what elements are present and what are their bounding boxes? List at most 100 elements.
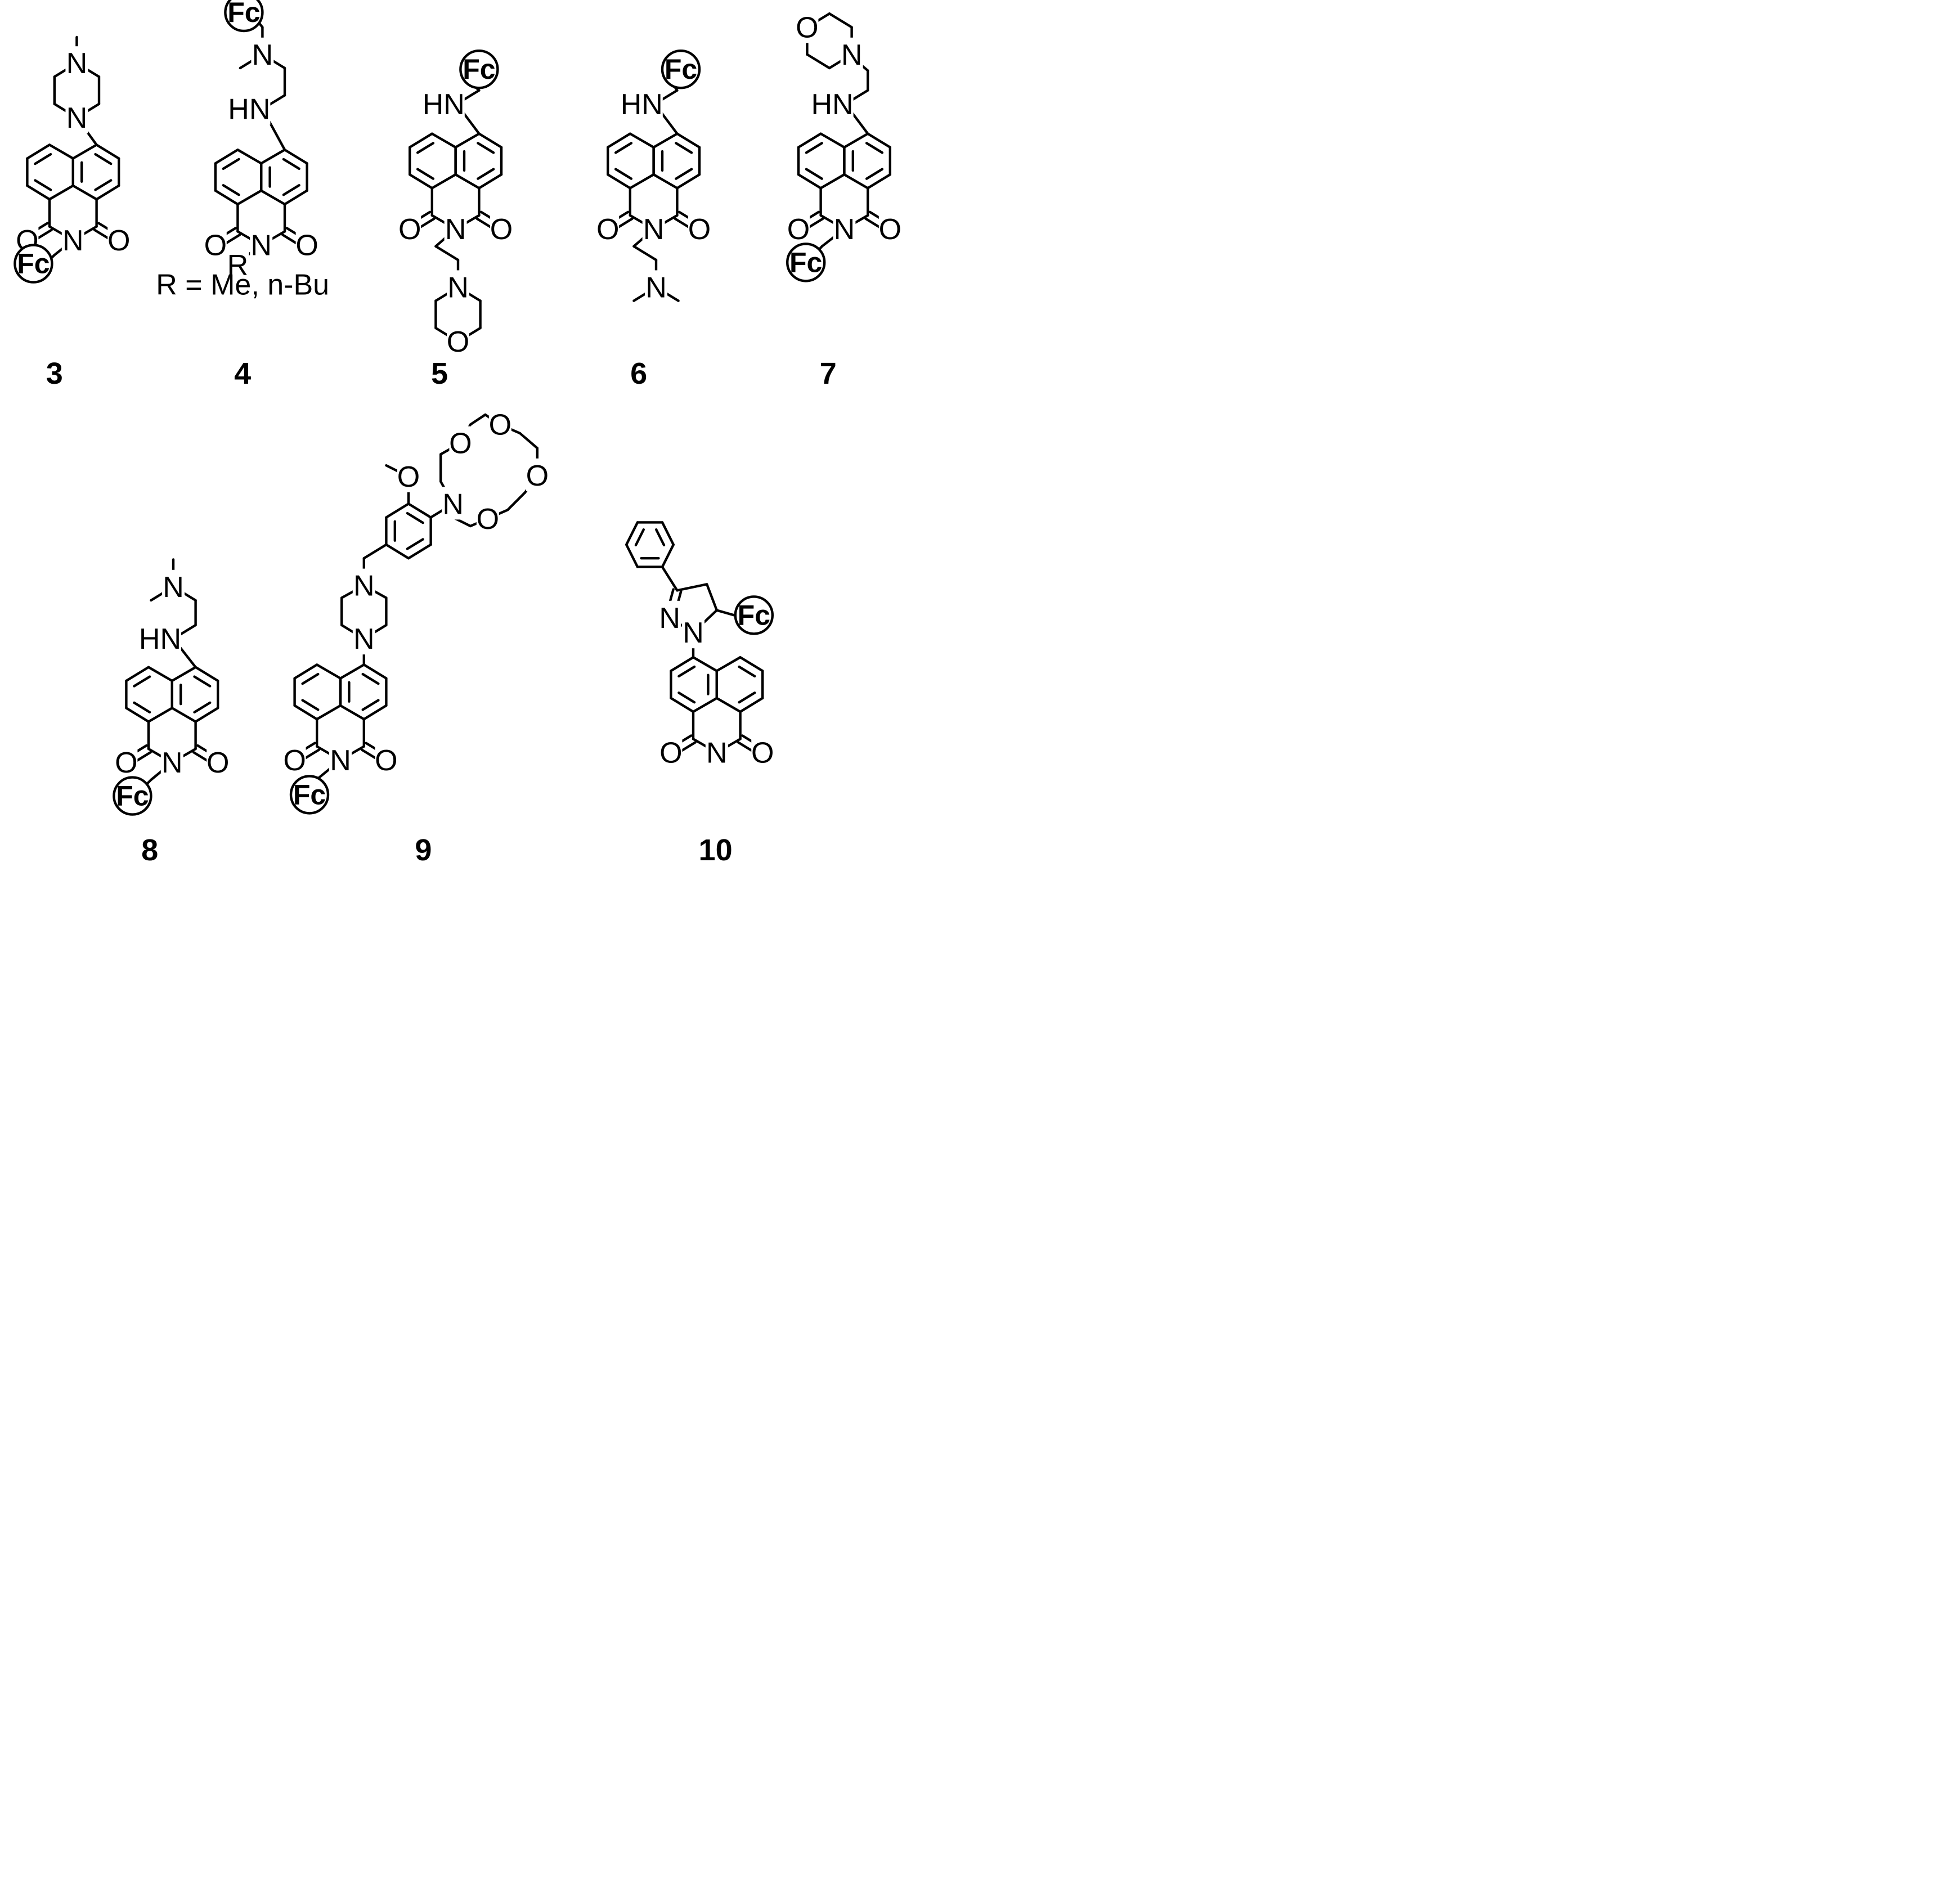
naphthalene-ring-bond xyxy=(170,666,197,682)
aromatic-inner-bond xyxy=(133,701,151,714)
ferrocenyl-label: Fc xyxy=(293,779,326,810)
phenyl-ring-bond xyxy=(625,521,639,546)
c3-piperazine-n-bottom: N xyxy=(65,101,88,134)
naphthalene-ring-bond xyxy=(125,707,150,723)
c6-label: 6 xyxy=(630,357,647,390)
naphthalene-ring-bond xyxy=(147,666,173,682)
morpholine-ring-bond xyxy=(806,53,831,70)
c3-imide-n-text: N xyxy=(62,224,84,257)
c4-carbonyl-o-right: O xyxy=(295,228,318,262)
c9-carbonyl-o-left: O xyxy=(283,743,306,777)
c9-crown-o4: O xyxy=(477,501,499,536)
ferrocenyl-label: Fc xyxy=(227,0,260,28)
c10-ferrocenyl: Fc xyxy=(734,595,774,635)
aromatic-inner-bond xyxy=(675,142,693,154)
c8-amine-n-text: N xyxy=(163,571,184,604)
naphthalene-ring-bond xyxy=(409,173,433,190)
naphthalene-ring-bond xyxy=(652,132,679,149)
c4-carbonyl-o-right-text: O xyxy=(295,230,318,262)
naphthalene-ring-bond xyxy=(48,184,75,201)
c9-crown-o1: O xyxy=(449,426,472,460)
naphthalene-ring-bond xyxy=(454,173,481,190)
c6-imide-n-text: N xyxy=(643,213,665,246)
naphthalene-ring-bond xyxy=(670,655,695,672)
aromatic-inner-bond xyxy=(677,691,696,704)
aromatic-inner-bond xyxy=(865,168,884,180)
c8-ferrocenyl: Fc xyxy=(113,776,152,816)
aromatic-inner-bond xyxy=(805,168,823,180)
naphthalene-ring-bond xyxy=(147,707,173,723)
ferrocenyl-label: Fc xyxy=(738,599,770,631)
ferrocenyl-circle-icon xyxy=(661,49,701,89)
aromatic-inner-bond xyxy=(416,168,435,180)
c9-piperazine-n-bottom: N xyxy=(352,622,375,655)
naphthalene-ring-bond xyxy=(194,707,219,723)
c9-ferrocenyl: Fc xyxy=(289,775,330,815)
c9-crown-n: N xyxy=(442,487,465,520)
c8-carbonyl-o-left: O xyxy=(115,746,138,779)
aromatic-inner-bond xyxy=(361,699,380,711)
naphthalene-ring-bond xyxy=(362,704,388,721)
aromatic-inner-bond xyxy=(406,538,424,550)
c9-imide-n-text: N xyxy=(330,744,351,777)
aromatic-inner-bond xyxy=(34,179,52,191)
naphthalene-ring-bond xyxy=(95,143,120,160)
c5-nh-text: HN xyxy=(423,88,465,121)
aromatic-inner-bond xyxy=(805,142,823,154)
naphthalene-ring-bond xyxy=(409,132,433,149)
c9-label: 9 xyxy=(415,833,432,867)
c9-methoxy-o: O xyxy=(397,460,420,493)
ferrocenyl-label: Fc xyxy=(463,53,495,85)
c10-pyrazoline-n2: N xyxy=(658,600,681,635)
naphthalene-ring-bond xyxy=(430,132,457,149)
c5-carbonyl-o-right-text: O xyxy=(490,213,513,246)
c5-morpholine-n-text: N xyxy=(447,271,469,304)
naphthalene-ring-bond xyxy=(629,132,655,149)
c8-carbonyl-o-right-text: O xyxy=(207,747,229,779)
c5-morpholine-o-text: O xyxy=(447,326,469,358)
aromatic-inner-bond xyxy=(614,142,633,154)
c7-nh: HN xyxy=(811,87,854,121)
c7-imide-n: N xyxy=(833,212,856,246)
c4-imide-n-text: N xyxy=(250,230,272,262)
naphthalene-ring-bond xyxy=(316,663,342,680)
naphthalene-ring-bond xyxy=(676,132,701,149)
c9-crown-o3-text: O xyxy=(526,460,549,492)
c6-amine-n-text: N xyxy=(645,271,667,304)
c9-carbonyl-o-right: O xyxy=(375,743,398,777)
c5-carbonyl-o-right: O xyxy=(490,212,513,246)
c7-morpholine-o: O xyxy=(796,10,819,44)
phenyl-ring-bond xyxy=(661,521,675,546)
naphthalene-ring-bond xyxy=(194,666,219,682)
c10-carbonyl-o-left: O xyxy=(659,735,683,770)
naphthalene-ring-bond xyxy=(214,149,239,165)
naphthalene-ring-bond xyxy=(454,132,481,149)
morpholine-ring-bond xyxy=(828,12,853,29)
c3-imide-n: N xyxy=(61,223,84,257)
c4-carbonyl-o-left-text: O xyxy=(204,230,227,262)
c9-crown-o2: O xyxy=(489,407,511,442)
ferrocenyl-circle-icon xyxy=(786,243,826,282)
c9-piperazine-n-bottom-text: N xyxy=(353,623,375,655)
c10-carbonyl-o-right: O xyxy=(751,735,774,770)
c8-amine-n: N xyxy=(162,569,185,604)
aromatic-inner-bond xyxy=(222,158,240,170)
aromatic-inner-bond xyxy=(34,152,52,165)
c9-imide-n: N xyxy=(329,743,352,777)
ethyl-bond xyxy=(632,245,658,262)
c7-label: 7 xyxy=(820,357,837,390)
c9-crown-n-text: N xyxy=(442,488,464,520)
c3-piperazine-n-top-text: N xyxy=(66,47,88,80)
c7-morpholine-n: N xyxy=(840,37,863,71)
c5-morpholine-n: N xyxy=(447,270,469,304)
naphthalene-ring-bond xyxy=(236,189,263,206)
c4-amine-n: N xyxy=(251,37,274,71)
c7-ferrocenyl: Fc xyxy=(786,243,826,282)
c8-nh-text: HN xyxy=(139,623,181,655)
c9-piperazine-n-top: N xyxy=(352,568,375,603)
aromatic-inner-bond xyxy=(738,691,756,704)
c7-morpholine-n-text: N xyxy=(841,39,863,71)
naphthalene-ring-bond xyxy=(339,704,365,721)
aromatic-inner-bond xyxy=(634,528,645,547)
